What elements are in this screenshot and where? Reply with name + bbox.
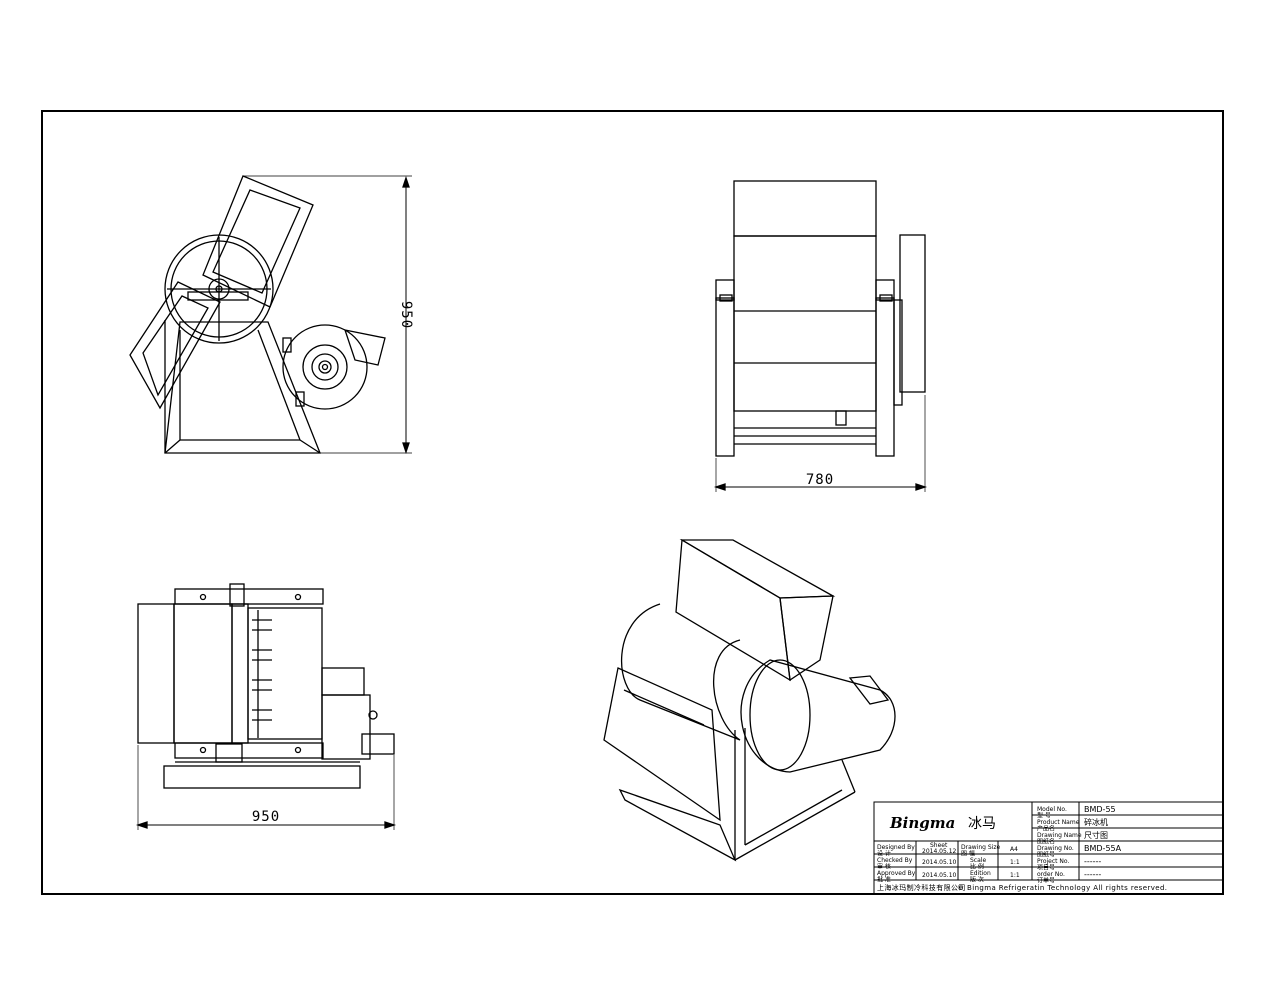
approved-date: 2014.05.10 — [922, 872, 957, 879]
dim-top-width: 950 — [252, 809, 280, 825]
bingma-logo-cn: 冰马 — [968, 816, 996, 832]
order-no: ------ — [1084, 870, 1101, 879]
dim-front-width: 780 — [806, 472, 834, 488]
model-no-label: Model No.型 号 — [1037, 806, 1067, 819]
product-name: 碎冰机 — [1084, 817, 1108, 827]
title-block — [873, 801, 1224, 895]
scale: 1:1 — [1010, 859, 1020, 866]
checked-date: 2014.05.10 — [922, 859, 957, 866]
drawing-frame — [41, 110, 1224, 895]
sheet-label: Sheet — [930, 842, 948, 849]
copyright-notice: © Bingma Refrigeratin Technology All rig… — [957, 884, 1167, 892]
dim-side-height: 950 — [398, 301, 414, 329]
title-block-text: Bingma 冰马 Model No.型 号 BMD-55 Product Na… — [877, 805, 1167, 892]
company-name-cn: 上海冰玛制冷科技有限公司 — [877, 883, 966, 892]
top-view — [135, 583, 397, 830]
drawing-name: 尺寸图 — [1084, 830, 1108, 840]
front-view — [713, 180, 928, 492]
drawing-no-label: Drawing No.图纸号 — [1037, 845, 1074, 858]
bingma-logo: Bingma — [889, 814, 955, 832]
order-no-label: order No.订单号 — [1037, 871, 1065, 884]
project-no: ------ — [1084, 857, 1101, 866]
isometric-view — [603, 538, 896, 862]
drawing-no: BMD-55A — [1084, 844, 1122, 853]
model-no: BMD-55 — [1084, 805, 1116, 814]
project-no-label: Project No.项目号 — [1037, 858, 1069, 871]
edition: 1:1 — [1010, 872, 1020, 879]
side-view — [129, 175, 412, 455]
designed-date: 2014.05.12 — [922, 848, 957, 855]
drawing-size: A4 — [1010, 846, 1018, 853]
